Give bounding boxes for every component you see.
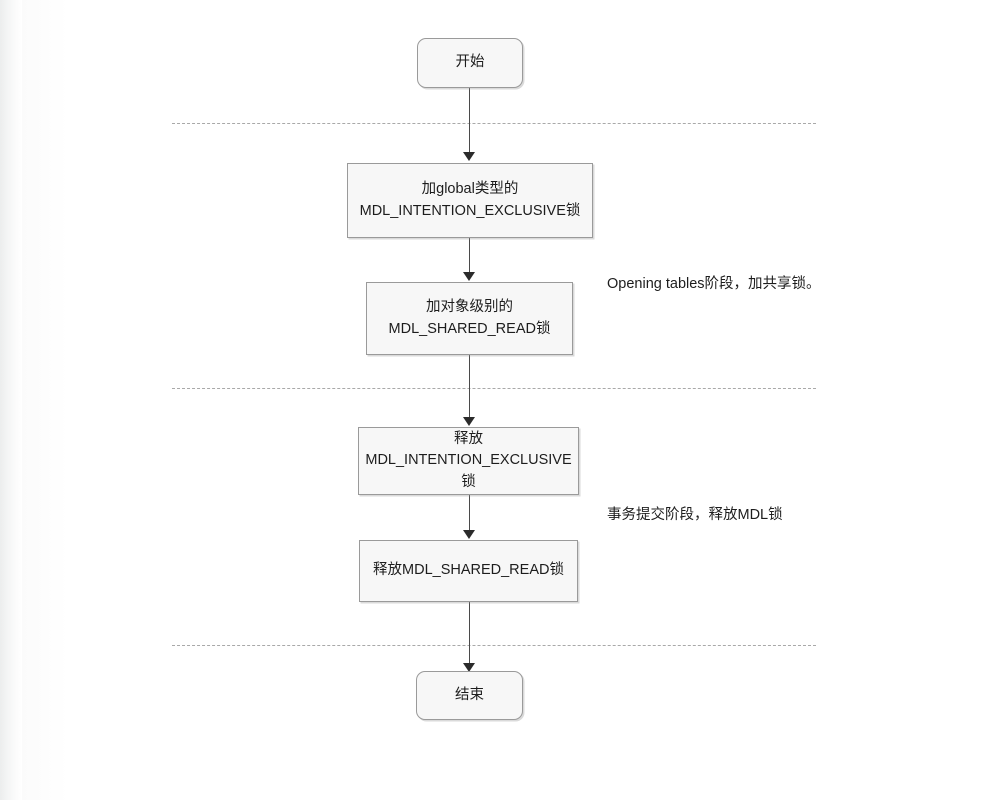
node-start-label: 开始: [455, 54, 485, 71]
divider-bottom: [172, 645, 816, 646]
connector-start-to-global: [469, 87, 471, 155]
arrowhead-start-to-global: [463, 152, 475, 161]
node-add-global-ix[interactable]: 加global类型的 MDL_INTENTION_EXCLUSIVE锁: [347, 163, 593, 238]
connector-object-to-release-ix: [469, 354, 471, 420]
node-release-ix-label: 释放 MDL_INTENTION_EXCLUSIVE 锁: [365, 431, 572, 490]
node-add-object-sr[interactable]: 加对象级别的 MDL_SHARED_READ锁: [366, 282, 573, 355]
node-add-object-sr-label: 加对象级别的 MDL_SHARED_READ锁: [388, 299, 551, 337]
node-release-ix[interactable]: 释放 MDL_INTENTION_EXCLUSIVE 锁: [358, 427, 579, 495]
node-release-sr-label: 释放MDL_SHARED_READ锁: [373, 562, 564, 579]
arrowhead-release-sr-to-end: [463, 663, 475, 672]
node-end-label: 结束: [455, 686, 484, 703]
node-release-sr[interactable]: 释放MDL_SHARED_READ锁: [359, 540, 578, 602]
divider-middle: [172, 388, 816, 389]
annotation-opening-tables: Opening tables阶段，加共享锁。: [607, 276, 821, 292]
arrowhead-global-to-object: [463, 272, 475, 281]
node-add-global-ix-label: 加global类型的 MDL_INTENTION_EXCLUSIVE锁: [359, 181, 581, 219]
arrowhead-release-ix-to-release-sr: [463, 530, 475, 539]
node-end[interactable]: 结束: [416, 671, 523, 720]
connector-release-sr-to-end: [469, 602, 471, 667]
arrowhead-object-to-release-ix: [463, 417, 475, 426]
page-edge-shadow: [0, 0, 22, 800]
annotation-commit-phase: 事务提交阶段，释放MDL锁: [607, 507, 783, 523]
connector-release-ix-to-release-sr: [469, 494, 471, 534]
connector-global-to-object: [469, 237, 471, 275]
node-start[interactable]: 开始: [417, 38, 523, 88]
divider-top: [172, 123, 816, 124]
page-edge-shadow-inner: [22, 0, 68, 800]
